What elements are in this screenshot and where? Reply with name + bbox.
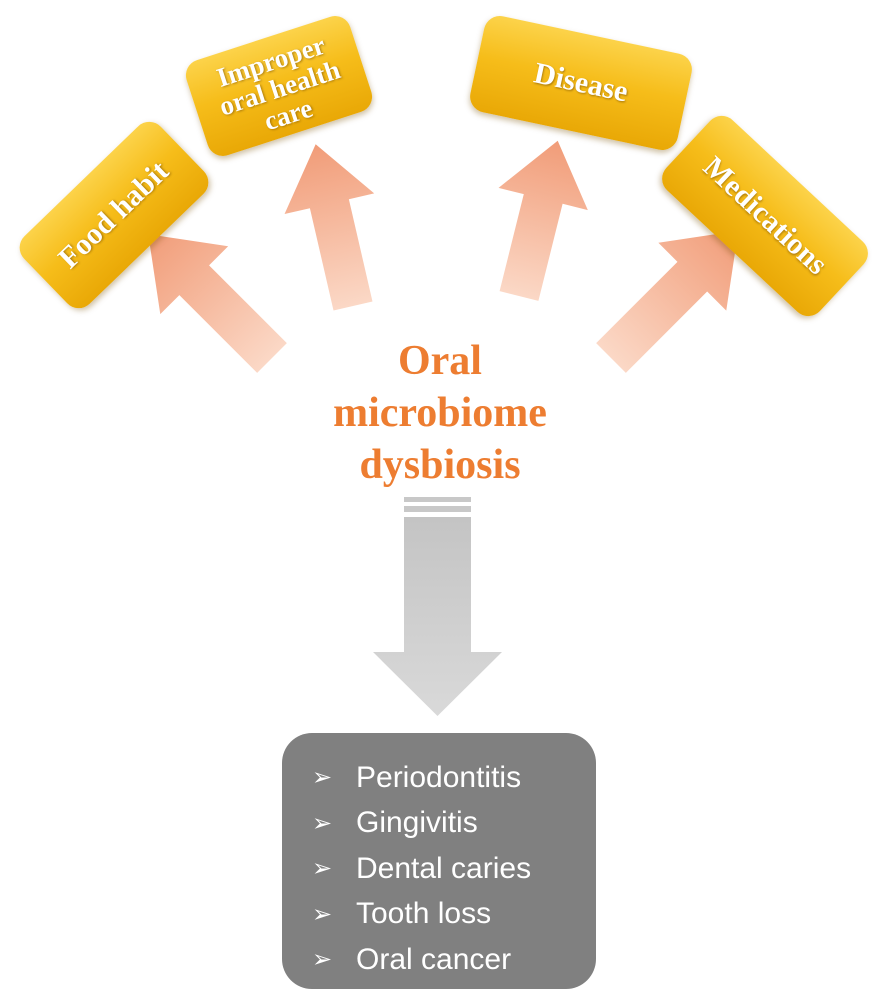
arrow-down-to-outcomes: [373, 497, 502, 716]
arrow-to-disease: [498, 140, 588, 301]
center-label-line-2: microbiome: [333, 390, 547, 436]
arrow-to-medications: [596, 230, 739, 373]
center-label-line-3: dysbiosis: [359, 442, 521, 488]
outcome-item: ➢ Tooth loss: [312, 892, 596, 938]
outcome-item: ➢ Periodontitis: [312, 755, 596, 801]
outcome-item: ➢ Gingivitis: [312, 801, 596, 847]
center-label-line-1: Oral: [398, 338, 482, 384]
factor-disease-label: Disease: [531, 56, 631, 109]
outcome-item: ➢ Dental caries: [312, 846, 596, 892]
outcome-label: Oral cancer: [356, 942, 512, 976]
arrow-bullet-icon: ➢: [312, 946, 333, 974]
outcome-label: Dental caries: [356, 851, 532, 885]
arrow-bullet-icon: ➢: [312, 855, 333, 883]
outcomes-list: ➢ Periodontitis ➢ Gingivitis ➢ Dental ca…: [312, 755, 596, 983]
arrow-bullet-icon: ➢: [312, 900, 333, 928]
arrow-bullet-icon: ➢: [312, 809, 333, 837]
arrow-to-food-habit: [148, 234, 287, 373]
outcome-label: Periodontitis: [356, 760, 522, 794]
arrow-bullet-icon: ➢: [312, 764, 333, 792]
center-label-oral-microbiome-dysbiosis: Oral microbiome dysbiosis: [300, 335, 580, 491]
outcome-label: Tooth loss: [356, 897, 492, 931]
outcome-label: Gingivitis: [356, 806, 478, 840]
outcomes-box: ➢ Periodontitis ➢ Gingivitis ➢ Dental ca…: [282, 733, 596, 989]
outcome-item: ➢ Oral cancer: [312, 937, 596, 983]
arrow-to-improper-oral-health-care: [284, 144, 375, 311]
